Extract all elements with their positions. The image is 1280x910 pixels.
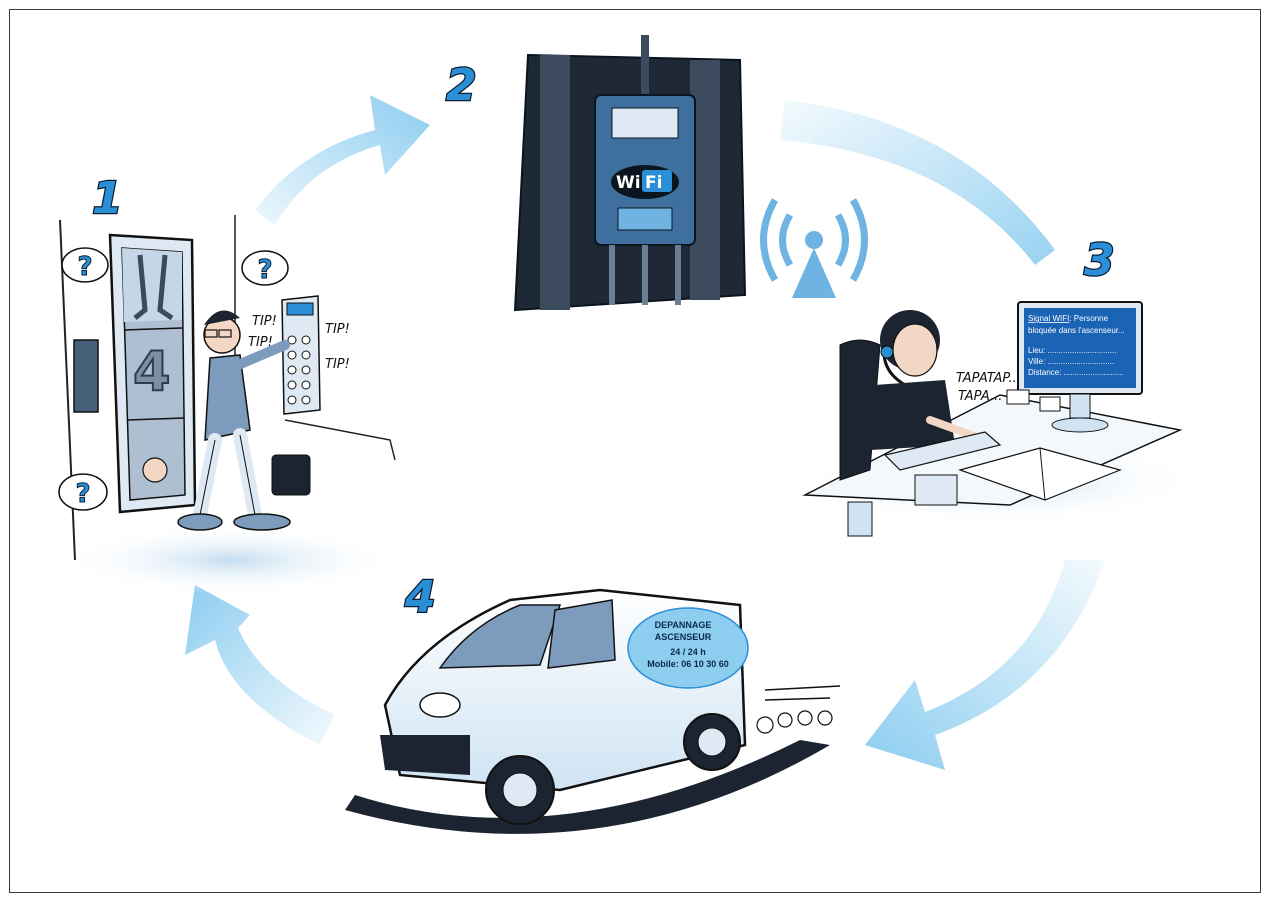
question-bubble-2: ? — [242, 251, 288, 285]
wifi-box: Wi Fi — [595, 95, 695, 305]
elevator-button-panel — [282, 296, 320, 414]
exhaust-puffs — [757, 711, 832, 733]
svg-text:Signal WIFI: Personne: Signal WIFI: Personne — [1028, 314, 1109, 323]
van-side-window — [548, 600, 615, 668]
sticky-note — [1040, 397, 1060, 411]
briefcase — [272, 455, 310, 495]
sticky-note — [1007, 390, 1029, 404]
van-text-line1: DEPANNAGE — [655, 620, 712, 630]
elevator-door: 4 — [110, 235, 195, 512]
screen-distance: Distance: ........................... — [1028, 368, 1124, 377]
step-number-2: 2 — [446, 60, 477, 111]
screen-signal-text: : Personne — [1069, 314, 1108, 323]
sound-tip-4: TIP! — [325, 357, 350, 372]
motion-lines — [765, 686, 840, 700]
sound-tip-3: TIP! — [325, 322, 350, 337]
step-number-4: 4 — [404, 572, 436, 623]
pencil-cup — [848, 502, 872, 536]
van-text-line3: 24 / 24 h — [670, 647, 706, 657]
van-text-line4: Mobile: 06 10 30 60 — [647, 659, 729, 669]
question-bubble-1: ? — [62, 248, 108, 282]
van-headlight — [420, 693, 460, 717]
screen-signal-label: Signal WIFI — [1028, 314, 1069, 323]
arrow-1-to-2 — [255, 95, 430, 225]
box — [915, 475, 957, 505]
screen-lieu: Lieu: ............................... — [1028, 346, 1116, 355]
step-number-3: 3 — [1084, 235, 1115, 286]
trapped-person-head — [143, 458, 167, 482]
screen-ville: Ville: .............................. — [1028, 357, 1114, 366]
arrow-4-to-1 — [185, 585, 335, 745]
van-grille — [380, 735, 470, 775]
sound-typing-2: TAPA... — [958, 389, 1002, 404]
floor-number: 4 — [133, 340, 171, 403]
wifi-logo-right: Fi — [645, 173, 662, 193]
scene-elevator: 4 ? ? ? TIP! TIP! T — [59, 215, 400, 595]
sound-tip-1: TIP! — [252, 314, 277, 329]
scene-operator: Signal WIFI: Personne bloquée dans l'asc… — [800, 302, 1200, 536]
svg-text:?: ? — [75, 479, 90, 509]
wifi-signal-icon — [764, 200, 865, 298]
question-bubble-3: ? — [59, 474, 107, 510]
elevator-side-panel — [74, 340, 98, 412]
svg-text:?: ? — [257, 255, 272, 285]
wifi-logo-left: Wi — [616, 173, 641, 193]
van-text-line2: ASCENSEUR — [655, 632, 712, 642]
arrow-3-to-4 — [865, 560, 1105, 770]
scene-repair-van: DEPANNAGE ASCENSEUR 24 / 24 h Mobile: 06… — [345, 590, 840, 834]
step-number-1: 1 — [92, 173, 123, 224]
scene-wifi-transmitter: Wi Fi — [515, 35, 865, 310]
svg-text:?: ? — [77, 252, 92, 282]
sound-typing-1: TAPATAP... — [956, 371, 1021, 386]
screen-signal-line2: bloquée dans l'ascenseur... — [1028, 326, 1125, 335]
